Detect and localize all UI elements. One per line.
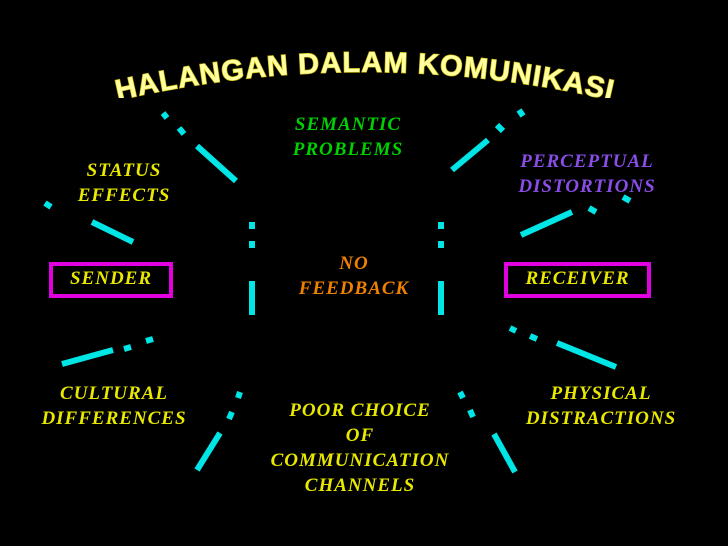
connector-bl-dot2 (226, 410, 235, 421)
connector-perceptual-dash (519, 209, 574, 238)
connector-cultural-dot2 (145, 336, 154, 344)
slide-title: HALANGAN DALAM KOMUNIKASI (0, 38, 728, 98)
barrier-semantic-line1: SEMANTIC (294, 114, 402, 135)
connector-br-dot2 (467, 408, 476, 419)
connector-physical-dash (555, 340, 618, 370)
barrier-poor-choice-line1: POOR CHOICE (289, 400, 431, 421)
barrier-poor-choice-line4: CHANNELS (304, 475, 416, 496)
connector-status-dot (43, 200, 53, 210)
connector-br-dash (491, 432, 518, 474)
connector-physical-dot1 (508, 325, 518, 334)
connector-perceptual-dot1 (587, 205, 598, 215)
connector-bl-dash (194, 431, 223, 472)
barrier-perceptual-line1: PERCEPTUAL (520, 151, 654, 172)
barrier-cultural-line1: CULTURAL (60, 383, 168, 404)
sender-box: SENDER (49, 262, 173, 298)
barrier-physical: PHYSICAL DISTRACTIONS (494, 381, 708, 431)
connector-br-dot1 (457, 390, 466, 400)
barrier-status-line1: STATUS (86, 160, 162, 181)
connector-tr-dot1 (516, 108, 526, 118)
barrier-feedback: NO FEEDBACK (278, 251, 430, 301)
connector-bl-dot1 (235, 391, 243, 399)
receiver-box: RECEIVER (504, 262, 651, 298)
connector-tl-dot2 (176, 126, 187, 136)
barrier-poor-choice: POOR CHOICE OF COMMUNICATION CHANNELS (240, 398, 480, 498)
connector-status-dash (90, 219, 135, 245)
connector-tr-dash (450, 137, 490, 173)
barrier-feedback-line2: FEEDBACK (298, 278, 410, 299)
barrier-physical-line1: PHYSICAL (550, 383, 652, 404)
barrier-cultural-line2: DIFFERENCES (41, 408, 187, 429)
barrier-perceptual: PERCEPTUAL DISTORTIONS (492, 149, 682, 199)
barrier-status: STATUS EFFECTS (48, 158, 200, 208)
barrier-poor-choice-line2: OF (345, 425, 375, 446)
connector-physical-dot2 (528, 333, 539, 342)
barrier-feedback-line1: NO (339, 253, 369, 274)
barrier-cultural: CULTURAL DIFFERENCES (18, 381, 210, 431)
barrier-semantic: SEMANTIC PROBLEMS (268, 112, 428, 162)
connector-tl-dash (194, 143, 239, 184)
connector-tr-dot2 (494, 122, 506, 134)
connector-cultural-dash (61, 347, 114, 367)
connector-perceptual-dot2 (621, 194, 632, 204)
connector-cultural-dot1 (123, 344, 132, 352)
barrier-physical-line2: DISTRACTIONS (525, 408, 677, 429)
barrier-status-line2: EFFECTS (77, 185, 171, 206)
connector-tl-dot1 (160, 111, 170, 120)
barrier-perceptual-line2: DISTORTIONS (518, 176, 656, 197)
barrier-poor-choice-line3: COMMUNICATION (270, 450, 450, 471)
barrier-semantic-line2: PROBLEMS (292, 139, 404, 160)
